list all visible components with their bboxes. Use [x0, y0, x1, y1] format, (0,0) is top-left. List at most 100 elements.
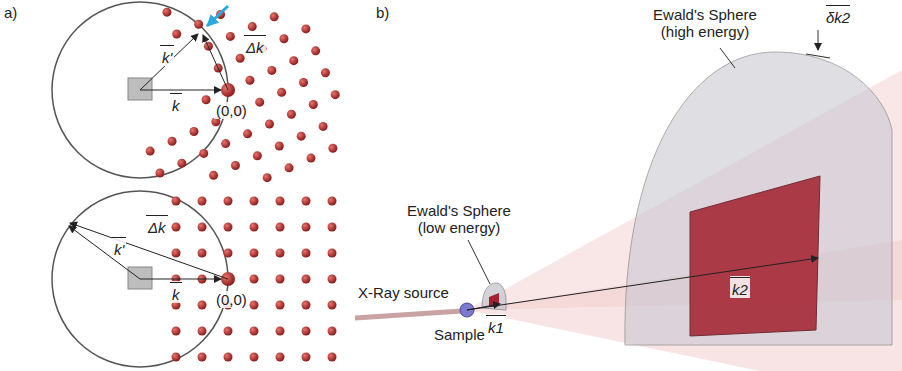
lattice-point — [302, 353, 311, 362]
lattice-point — [202, 95, 211, 104]
lattice-point — [276, 249, 285, 258]
lattice-point — [285, 163, 294, 172]
lattice-point — [250, 223, 259, 232]
vector-label: k — [170, 281, 182, 303]
k-vector — [140, 279, 221, 280]
vector-label: k1 — [486, 314, 506, 336]
lattice-point — [302, 301, 311, 310]
highlight-arrow — [207, 6, 228, 26]
delta-k-vector — [203, 35, 228, 90]
lattice-point — [250, 301, 259, 310]
vector-label: k' — [112, 236, 126, 258]
lattice-point — [328, 275, 337, 284]
lattice-point — [209, 171, 218, 180]
lattice-point — [231, 161, 240, 170]
thickness-marker — [818, 30, 819, 50]
lattice-point — [275, 141, 284, 150]
detector-patch — [690, 176, 820, 336]
k-vector — [140, 90, 221, 91]
lattice-point — [172, 30, 181, 39]
ewald-circle — [52, 191, 228, 367]
lattice-point — [302, 249, 311, 258]
lattice-point — [276, 301, 285, 310]
lattice-point — [302, 327, 311, 336]
vector-label: k — [170, 92, 182, 114]
lattice-point — [302, 223, 311, 232]
lattice-point — [276, 353, 285, 362]
lattice-point — [306, 154, 315, 163]
point-label: (0,0) — [214, 102, 249, 119]
lattice-point — [224, 353, 233, 362]
lattice-point — [198, 249, 207, 258]
lattice-point — [279, 34, 288, 43]
lattice-point — [172, 197, 181, 206]
lattice-point — [248, 22, 257, 31]
leader-line — [468, 240, 490, 284]
ewald-circle — [52, 2, 228, 178]
thickness-bar — [806, 54, 830, 58]
lattice-point — [172, 249, 181, 258]
lattice-point — [276, 223, 285, 232]
lattice-point — [224, 327, 233, 336]
lattice-point — [198, 197, 207, 206]
lattice-point — [172, 223, 181, 232]
vector-label: k2 — [730, 276, 750, 298]
lattice-point — [328, 353, 337, 362]
sample-square — [128, 267, 152, 289]
lattice-point — [328, 327, 337, 336]
lattice-point — [328, 249, 337, 258]
panel-letter: a) — [4, 4, 17, 21]
source-label: X-Ray source — [356, 284, 451, 301]
x-ray-beam — [355, 311, 462, 318]
lattice-point — [198, 353, 207, 362]
lattice-point — [250, 249, 259, 258]
lattice-point — [299, 78, 308, 87]
lattice-point — [255, 98, 264, 107]
k-prime-vector — [140, 34, 198, 90]
vector-label: Δk — [146, 214, 168, 236]
lattice-point — [198, 327, 207, 336]
lattice-point — [253, 151, 262, 160]
lattice-point — [301, 24, 310, 33]
lattice-point — [302, 275, 311, 284]
lattice-point — [224, 197, 233, 206]
lattice-point — [328, 197, 337, 206]
lattice-point — [289, 56, 298, 65]
lattice-point — [331, 90, 340, 99]
lattice-point — [250, 197, 259, 206]
lattice-point — [297, 132, 306, 141]
sphere-label: Ewald's Sphere (low energy) — [404, 202, 514, 237]
lattice-point — [319, 122, 328, 131]
lattice-point — [328, 144, 337, 153]
lattice-point — [243, 129, 252, 138]
lattice-point — [146, 147, 155, 156]
leader-line — [720, 48, 735, 68]
lattice-point — [263, 173, 272, 182]
lattice-point — [328, 301, 337, 310]
k-prime-vector — [69, 226, 140, 279]
lattice-point — [189, 127, 198, 136]
vector-label: Δk — [244, 34, 266, 56]
lattice-point — [198, 223, 207, 232]
vector-label: δk2 — [826, 4, 850, 26]
panel-letter: b) — [376, 4, 389, 21]
lattice-point — [224, 223, 233, 232]
lattice-point — [172, 353, 181, 362]
lattice-point — [250, 353, 259, 362]
lattice-point — [199, 149, 208, 158]
lattice-point — [265, 120, 274, 129]
lattice-point — [276, 275, 285, 284]
lattice-point — [328, 223, 337, 232]
lattice-point — [276, 197, 285, 206]
lattice-point — [250, 275, 259, 284]
lattice-point — [162, 8, 171, 17]
lattice-point — [250, 327, 259, 336]
lattice-point — [276, 327, 285, 336]
lattice-point — [311, 46, 320, 55]
lattice-point — [267, 66, 276, 75]
sphere-label: Ewald's Sphere (high energy) — [640, 6, 770, 41]
lattice-point — [321, 68, 330, 77]
lattice-point — [194, 20, 203, 29]
